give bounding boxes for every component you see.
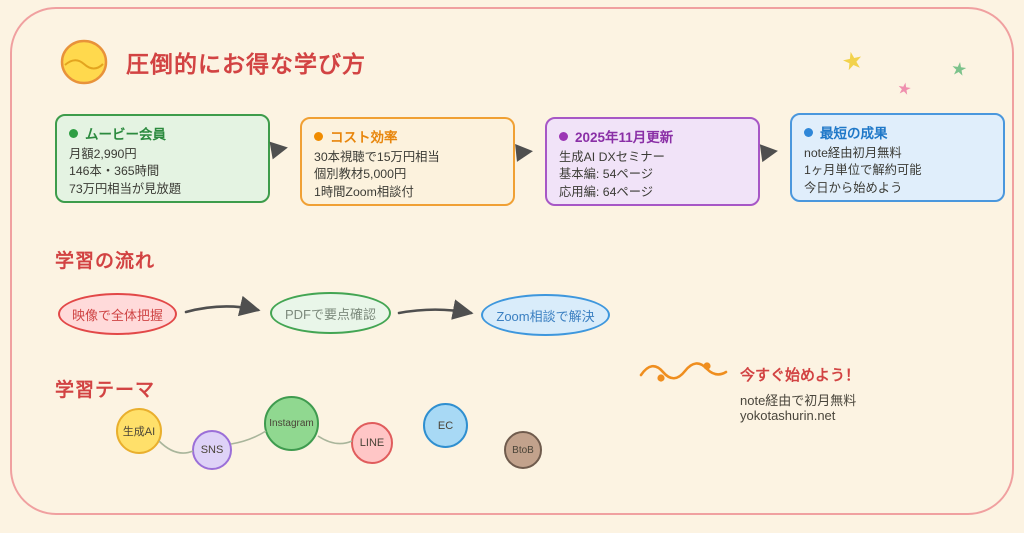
card-title-text: 2025年11月更新	[575, 130, 674, 145]
theme-bubble-line: LINE	[351, 422, 393, 464]
card-line: 1ヶ月単位で解約可能	[804, 163, 922, 178]
right-arrow-icon	[269, 138, 290, 160]
card-line: 今日から始めよう	[804, 180, 903, 195]
card-line: 73万円相当が見放題	[69, 181, 182, 196]
card-line: 生成AI DXセミナー	[559, 150, 665, 164]
bullet-dot-icon	[69, 128, 78, 138]
cta-note: note経由で初月無料	[740, 393, 857, 408]
card-title-text: コスト効率	[330, 130, 398, 145]
star-icon: ★	[949, 57, 969, 81]
card-line: 基本編: 54ページ	[559, 167, 654, 182]
card-update-2025-11: 2025年11月更新 生成AI DXセミナー 基本編: 54ページ 応用編: 6…	[545, 117, 760, 206]
card-title: コスト効率	[314, 126, 501, 146]
card-line: 月額2,990円	[69, 147, 137, 161]
cta-title: 今すぐ始めよう！	[740, 367, 861, 384]
flow-step-zoom: Zoom相談で解決	[481, 294, 610, 336]
coin-icon	[60, 39, 108, 85]
right-arrow-icon	[759, 141, 780, 163]
star-icon: ★	[839, 46, 866, 77]
card-title: ムービー会員	[69, 123, 256, 143]
bullet-dot-icon	[314, 131, 323, 141]
theme-bubble-instagram: Instagram	[264, 396, 319, 451]
card-line: 応用編: 64ページ	[559, 184, 654, 199]
bullet-dot-icon	[559, 131, 568, 141]
flow-step-pdf: PDFで要点確認	[270, 292, 391, 334]
card-movie-membership: ムービー会員 月額2,990円 146本・365時間 73万円相当が見放題	[55, 114, 270, 203]
card-line: 146本・365時間	[69, 164, 160, 179]
card-cost-efficiency: コスト効率 30本視聴で15万円相当 個別教材5,000円 1時間Zoom相談付	[300, 117, 515, 206]
theme-bubble-sns: SNS	[192, 430, 232, 470]
right-arrow-icon	[515, 142, 534, 162]
cta-url[interactable]: yokotashurin.net	[740, 408, 836, 423]
flow-step-video: 映像で全体把握	[58, 293, 177, 335]
theme-bubble-genai: 生成AI	[116, 408, 162, 454]
decorative-border	[10, 7, 1014, 515]
card-title: 最短の成果	[804, 122, 991, 142]
card-fastest-results: 最短の成果 note経由初月無料 1ヶ月単位で解約可能 今日から始めよう	[790, 113, 1005, 202]
card-title-text: ムービー会員	[85, 127, 166, 142]
card-line: 個別教材5,000円	[314, 167, 407, 182]
bullet-dot-icon	[804, 127, 813, 137]
flow-heading: 学習の流れ	[55, 251, 156, 272]
card-title-text: 最短の成果	[820, 126, 888, 141]
theme-bubble-btob: BtoB	[504, 431, 542, 469]
theme-bubble-ec: EC	[423, 403, 468, 448]
star-icon: ★	[895, 79, 913, 100]
themes-heading: 学習テーマ	[55, 380, 156, 401]
card-line: 30本視聴で15万円相当	[314, 150, 440, 164]
card-title: 2025年11月更新	[559, 126, 746, 146]
card-line: note経由初月無料	[804, 146, 902, 160]
card-line: 1時間Zoom相談付	[314, 184, 414, 199]
page-title: 圧倒的にお得な学び方	[126, 51, 366, 77]
